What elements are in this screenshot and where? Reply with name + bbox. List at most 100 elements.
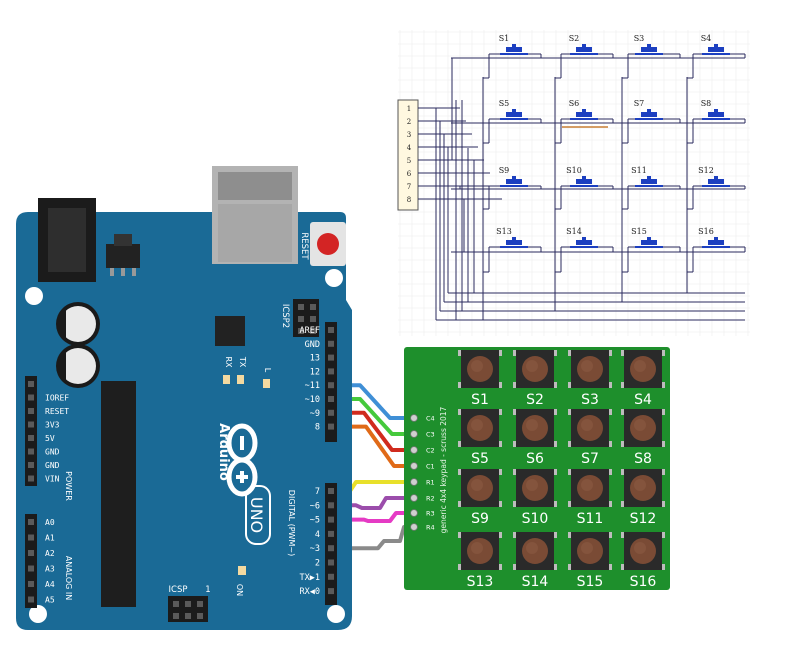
header-socket[interactable] — [328, 588, 334, 595]
key-leg — [621, 564, 624, 570]
keypad-key[interactable]: S1 — [458, 350, 502, 408]
switch-plunger — [647, 176, 651, 179]
digital-pin-label: AREF — [300, 326, 320, 336]
key-cap-highlight — [581, 479, 593, 491]
switch-plunger — [647, 237, 651, 240]
arduino-logo — [226, 423, 258, 497]
key-cap-highlight — [471, 419, 483, 431]
header-socket — [310, 316, 316, 322]
keypad-key[interactable]: S7 — [568, 409, 612, 467]
key-label: S8 — [634, 451, 652, 467]
switch-label: S5 — [499, 99, 510, 108]
power-label: POWER — [64, 471, 73, 501]
header-socket[interactable] — [28, 475, 34, 482]
header-socket[interactable] — [28, 394, 34, 401]
header-socket[interactable] — [28, 550, 34, 556]
keypad-pin — [410, 509, 418, 517]
header-socket[interactable] — [328, 545, 334, 552]
mounting-hole-bottom-right — [327, 605, 345, 623]
key-leg — [458, 350, 461, 356]
header-socket[interactable] — [328, 573, 334, 580]
header-socket[interactable] — [328, 396, 334, 402]
header-socket[interactable] — [328, 354, 334, 361]
keypad-key[interactable]: S13 — [458, 532, 502, 590]
key-leg — [513, 441, 516, 447]
header-socket[interactable] — [328, 488, 334, 494]
key-leg — [609, 469, 612, 475]
schematic-switch: S16 — [698, 227, 730, 248]
keypad-key[interactable]: S6 — [513, 409, 557, 467]
keypad-key[interactable]: S11 — [568, 469, 612, 527]
switch-plunger — [512, 109, 516, 112]
header-socket[interactable] — [28, 519, 34, 525]
header-socket[interactable] — [328, 530, 334, 537]
key-leg — [662, 441, 665, 447]
key-cap-highlight — [471, 479, 483, 491]
key-leg — [609, 382, 612, 388]
switch-plunger — [582, 44, 586, 47]
switch-actuator — [576, 112, 592, 117]
capacitor-1 — [56, 302, 100, 346]
keypad-key[interactable]: S8 — [621, 409, 665, 467]
header-socket[interactable] — [28, 421, 34, 428]
keypad-key[interactable]: S14 — [513, 532, 557, 590]
keypad-key[interactable]: S16 — [621, 532, 665, 590]
connector-pin-label: 4 — [407, 144, 412, 152]
on-led — [238, 566, 246, 575]
header-socket[interactable] — [28, 448, 34, 455]
header-socket[interactable] — [28, 565, 34, 572]
header-socket[interactable] — [328, 409, 334, 416]
regulator-leg-3 — [132, 268, 136, 276]
switch-actuator — [506, 179, 522, 184]
key-leg — [513, 409, 516, 415]
header-socket[interactable] — [28, 596, 34, 603]
header-socket[interactable] — [328, 423, 334, 430]
key-label: S6 — [526, 451, 544, 467]
analog-pin-label: A4 — [45, 580, 55, 589]
header-socket[interactable] — [28, 435, 34, 441]
reset-button[interactable] — [310, 222, 346, 266]
header-body — [25, 376, 37, 486]
header-socket[interactable] — [328, 559, 334, 566]
keypad-pin — [410, 478, 418, 486]
key-leg — [499, 564, 502, 570]
switch-actuator — [708, 112, 724, 117]
switch-actuator — [641, 47, 657, 52]
keypad-key[interactable]: S12 — [621, 469, 665, 527]
header-socket[interactable] — [328, 340, 334, 347]
key-cap-highlight — [581, 360, 593, 372]
power-pin-header — [25, 376, 37, 486]
switch-plunger — [582, 237, 586, 240]
dc-power-jack-hole — [48, 208, 86, 272]
keypad-pin-label: C3 — [426, 431, 435, 439]
switch-label: S2 — [569, 34, 580, 43]
header-socket[interactable] — [328, 327, 334, 333]
key-cap-highlight — [634, 542, 646, 554]
header-socket[interactable] — [28, 408, 34, 414]
key-leg — [499, 382, 502, 388]
header-socket[interactable] — [328, 382, 334, 389]
key-leg — [458, 409, 461, 415]
keypad-key[interactable]: S15 — [568, 532, 612, 590]
header-socket[interactable] — [28, 581, 34, 587]
header-socket[interactable] — [328, 516, 334, 523]
header-socket[interactable] — [28, 534, 34, 541]
key-cap-highlight — [526, 542, 538, 554]
key-cap-highlight — [581, 419, 593, 431]
keypad-key[interactable]: S9 — [458, 469, 502, 527]
header-socket — [197, 601, 203, 607]
key-leg — [554, 441, 557, 447]
switch-label: S3 — [634, 34, 645, 43]
header-socket[interactable] — [28, 381, 34, 387]
keypad-key[interactable]: S2 — [513, 350, 557, 408]
header-socket[interactable] — [28, 462, 34, 468]
schematic-switch: S12 — [698, 166, 730, 187]
keypad-key[interactable]: S3 — [568, 350, 612, 408]
voltage-regulator — [106, 244, 140, 268]
header-socket[interactable] — [328, 502, 334, 509]
keypad-key[interactable]: S4 — [621, 350, 665, 408]
keypad-key[interactable]: S10 — [513, 469, 557, 527]
key-leg — [662, 564, 665, 570]
keypad-key[interactable]: S5 — [458, 409, 502, 467]
header-socket[interactable] — [328, 368, 334, 375]
